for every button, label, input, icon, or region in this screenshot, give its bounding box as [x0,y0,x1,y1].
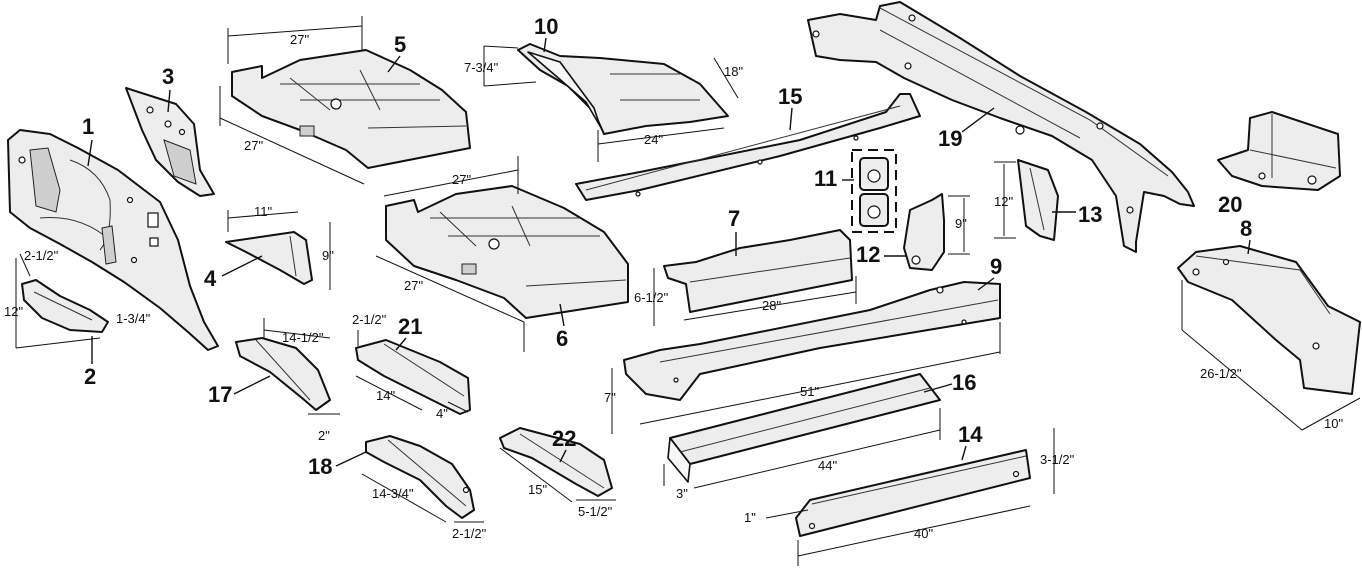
callout-3: 3 [162,64,174,89]
callout-15: 15 [778,84,802,109]
dim-10-width: 24" [644,132,663,147]
part-8-rear-panel [1177,245,1361,395]
callout-18: 18 [308,454,332,479]
part-1-firewall [7,129,219,351]
part-9-long-rocker [623,281,1001,401]
part-2-lower-panel [21,279,109,333]
callout-1: 1 [82,114,94,139]
part-11-mount-plates [859,157,889,227]
callout-11: 11 [814,166,837,191]
dim-22-length: 15" [528,482,547,497]
callout-10: 10 [534,14,558,39]
callout-14: 14 [958,422,983,447]
part-16-channel [667,373,941,483]
part-6-floor-pan [385,185,629,319]
part-19-frame-rail [807,1,1195,253]
callout-19: 19 [938,126,962,151]
dim-7-height: 6-1/2" [634,290,669,305]
dim-6-depth: 27" [404,278,423,293]
dim-5-width: 27" [290,32,309,47]
part-3-bracket [125,87,215,197]
dim-10-depth: 18" [724,64,743,79]
callout-22: 22 [552,426,576,451]
part-15-long-brace [575,93,921,201]
callout-8: 8 [1240,216,1252,241]
dim-14-length: 40" [914,526,933,541]
dim-17-length: 14-1/2" [282,330,324,345]
dim-14-height: 3-1/2" [1040,452,1075,467]
callout-7: 7 [728,206,740,231]
callout-13: 13 [1078,202,1102,227]
dim-12-height: 9" [955,216,967,231]
dim-21-top: 2-1/2" [352,312,387,327]
dim-4-height: 9" [322,248,334,263]
dim-5-depth: 27" [244,138,263,153]
dim-7-length: 28" [762,298,781,313]
part-11-frame [851,149,897,233]
dim-8-length: 26-1/2" [1200,366,1242,381]
dim-16-height: 3" [676,486,688,501]
callout-6: 6 [556,326,568,351]
dim-18-length: 14-3/4" [372,486,414,501]
dim-22-width: 5-1/2" [578,504,613,519]
callout-2: 2 [84,364,96,389]
dim-21-width: 4" [436,406,448,421]
callout-9: 9 [990,254,1002,279]
part-17-channel-bracket [235,337,331,411]
part-22-channel-bracket [499,427,613,497]
dim-13-height: 12" [994,194,1013,209]
part-18-channel-bracket [365,435,475,519]
callout-17: 17 [208,382,232,407]
part-13-gusset [1017,159,1059,241]
dim-9-length: 51" [800,384,819,399]
dim-9-height: 7" [604,390,616,405]
dim-21-length: 14" [376,388,395,403]
part-5-floor-pan [231,49,471,169]
part-12-bracket [903,193,945,271]
part-7-rocker [663,229,853,313]
dim-18-width: 2-1/2" [452,526,487,541]
dim-17-width: 2" [318,428,330,443]
part-4-brace [225,231,313,285]
dim-14-flange: 1" [744,510,756,525]
dim-8-width: 10" [1324,416,1343,431]
dim-16-length: 44" [818,458,837,473]
part-21-channel-bracket [355,339,471,415]
part-20-box-bracket [1217,111,1341,191]
dim-4-width: 11" [254,204,272,219]
dim-2-side: 1-3/4" [116,311,151,326]
callout-20: 20 [1218,192,1242,217]
callout-4: 4 [204,266,217,291]
part-10-wheelhouse [517,43,729,135]
callout-21: 21 [398,314,422,339]
callout-12: 12 [856,242,880,267]
dim-10-height: 7-3/4" [464,60,499,75]
dim-2-top: 2-1/2" [24,248,59,263]
dim-6-width: 27" [452,172,471,187]
callout-16: 16 [952,370,976,395]
dim-2-height: 12" [4,304,23,319]
part-14-sill-plate [795,449,1031,537]
callout-5: 5 [394,32,406,57]
